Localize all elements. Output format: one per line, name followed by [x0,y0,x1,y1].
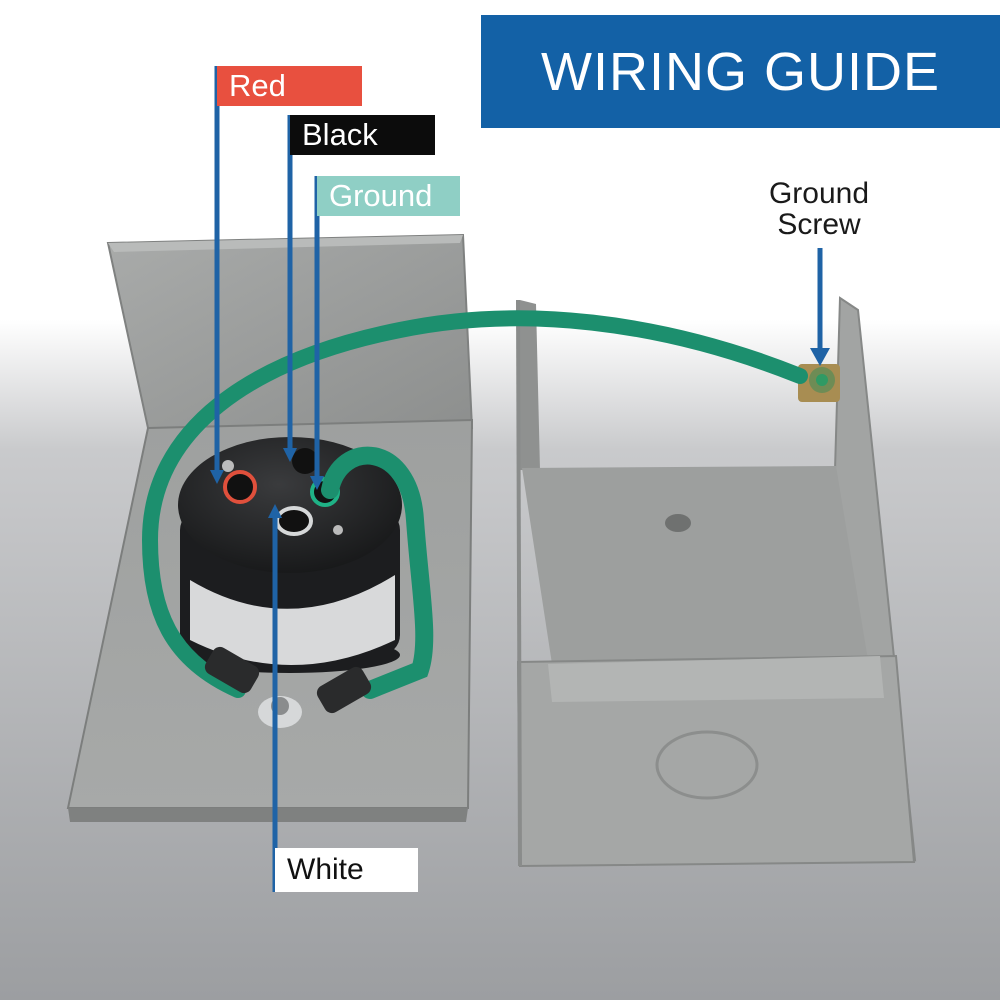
right-box [516,296,917,868]
ground-wire-label: Ground [317,176,460,216]
right-box-back-wall [520,300,540,470]
page-title: WIRING GUIDE [481,15,1000,128]
receptacle [178,437,402,673]
ground-wires [141,310,808,699]
wire-sleeves [204,646,372,714]
leader-lines [214,66,823,892]
white-wire-label: White [275,848,418,892]
white-arrowhead [268,504,282,518]
red-arrowhead [210,470,224,484]
ground-screw-arrowhead [810,348,830,366]
knockout [655,730,759,800]
right-box-floor [522,466,868,664]
ground-screw-label-line1: Ground [768,177,870,210]
ground-screw-label: Ground Screw [744,178,894,240]
ground-screw-label-line2: Screw [777,208,861,241]
ground-terminal [258,696,302,728]
red-wire-label: Red [217,66,362,106]
ground-arrowhead [310,476,324,490]
black-arrowhead [283,448,297,462]
ground-screw [798,364,840,402]
black-wire-label: Black [290,115,435,155]
